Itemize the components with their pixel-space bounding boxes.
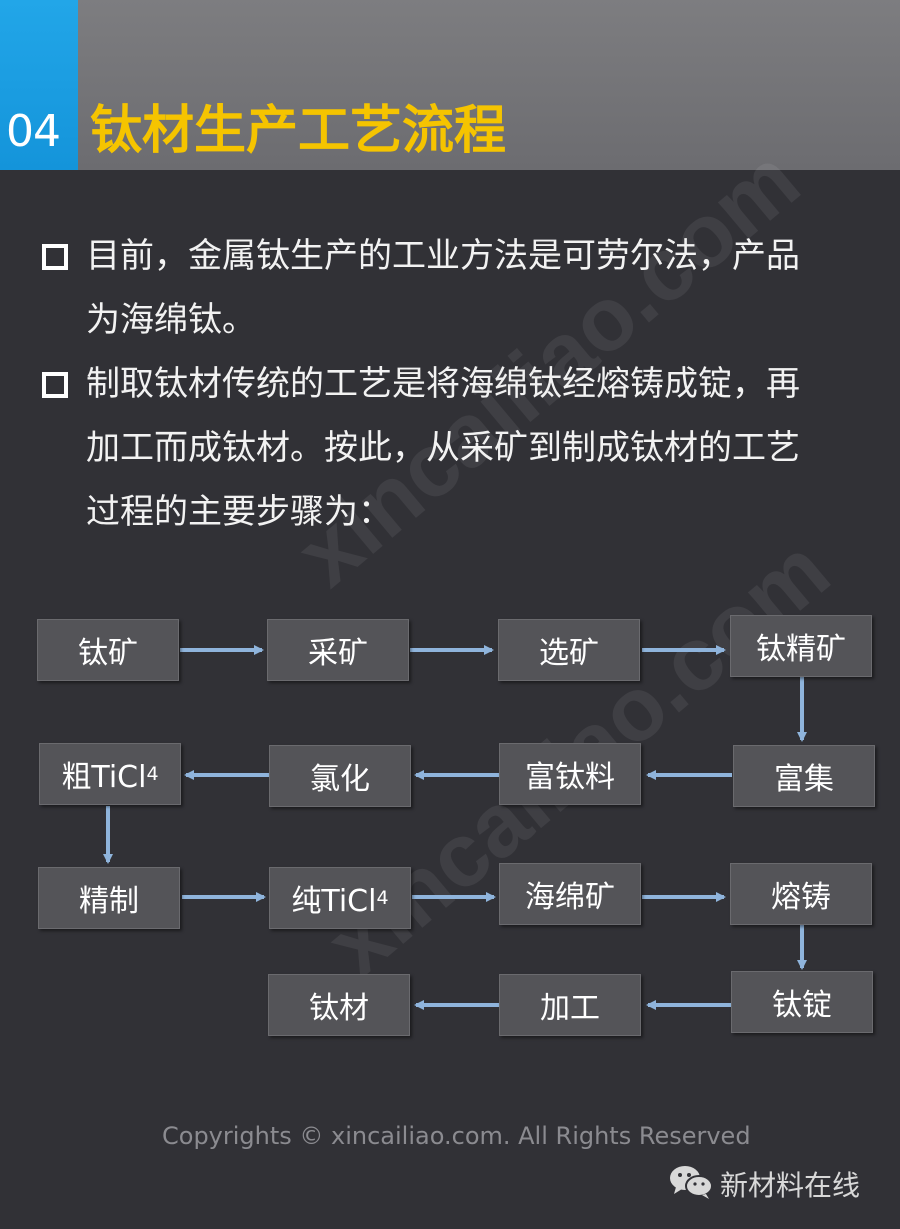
- wechat-icon: [670, 1166, 713, 1199]
- bullet-item: 目前，金属钛生产的工业方法是可劳尔法，产品为海绵钛。: [42, 224, 822, 352]
- node-taikuang: 钛矿: [37, 619, 179, 681]
- page-title: 钛材生产工艺流程: [90, 101, 507, 161]
- section-number: 04: [6, 106, 61, 157]
- node-rongzhu: 熔铸: [730, 863, 872, 925]
- node-futailiao: 富钛料: [499, 743, 641, 805]
- node-label: 海绵矿: [525, 880, 615, 915]
- node-taicai: 钛材: [268, 974, 410, 1036]
- node-jingzhi: 精制: [38, 867, 180, 929]
- node-label: 精制: [79, 884, 139, 919]
- copyright-text: Copyrights © xincailiao.com. All Rights …: [162, 1122, 751, 1150]
- brand-text: 新材料在线: [720, 1169, 861, 1202]
- node-xuankuang: 选矿: [498, 619, 640, 681]
- node-lvhua: 氯化: [269, 745, 411, 807]
- bullet-text: 目前，金属钛生产的工业方法是可劳尔法，产品为海绵钛。: [86, 236, 800, 340]
- node-label: 熔铸: [771, 880, 831, 915]
- node-label: 钛锭: [772, 988, 832, 1023]
- square-bullet-icon: [42, 372, 68, 398]
- node-label: 采矿: [308, 636, 368, 671]
- bullet-text: 制取钛材传统的工艺是将海绵钛经熔铸成锭，再加工而成钛材。按此，从采矿到制成钛材的…: [86, 364, 800, 532]
- node-subscript: 4: [376, 887, 389, 909]
- node-jiagong: 加工: [499, 974, 641, 1036]
- node-label: 纯TiCl: [291, 884, 377, 919]
- node-label: 富集: [774, 762, 834, 797]
- node-taiding: 钛锭: [731, 971, 873, 1033]
- node-label: 加工: [540, 991, 600, 1026]
- node-label: 钛材: [309, 991, 369, 1026]
- node-label: 钛矿: [78, 636, 138, 671]
- node-taijingkuang: 钛精矿: [730, 615, 872, 677]
- node-label: 氯化: [310, 762, 370, 797]
- node-caikuang: 采矿: [267, 619, 409, 681]
- node-fuji: 富集: [733, 745, 875, 807]
- square-bullet-icon: [42, 244, 68, 270]
- section-number-block: 04: [0, 0, 78, 170]
- node-label: 选矿: [539, 636, 599, 671]
- header-band: [0, 0, 900, 170]
- node-haimiankuang: 海绵矿: [499, 863, 641, 925]
- bullet-item: 制取钛材传统的工艺是将海绵钛经熔铸成锭，再加工而成钛材。按此，从采矿到制成钛材的…: [42, 352, 822, 544]
- node-label: 钛精矿: [756, 632, 846, 667]
- node-subscript: 4: [146, 763, 159, 785]
- node-label: 粗TiCl: [61, 760, 147, 795]
- node-label: 富钛料: [525, 760, 615, 795]
